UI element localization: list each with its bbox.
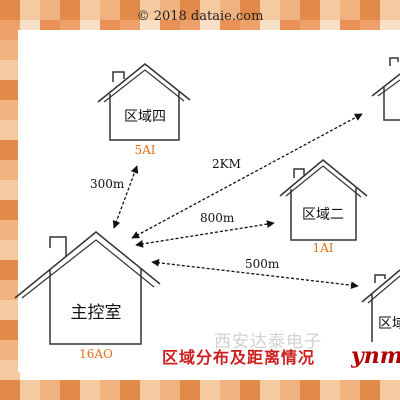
border-tile <box>120 380 140 400</box>
border-tile <box>0 320 20 340</box>
link-main-area4-distance: 300m <box>90 177 125 191</box>
main-control-io-count: 16AO <box>79 347 113 361</box>
border-tile <box>0 0 20 20</box>
border-tile <box>0 80 20 100</box>
border-tile <box>280 0 300 20</box>
border-tile <box>0 120 20 140</box>
border-tile <box>360 0 380 20</box>
border-tile <box>40 380 60 400</box>
border-tile <box>380 0 400 20</box>
faint-watermark-text: 西安达泰电子 <box>214 332 322 352</box>
house-main-control-icon <box>14 231 161 345</box>
house-area4-icon <box>97 63 191 141</box>
overlay-watermark-text: ynm <box>351 342 400 370</box>
border-tile <box>220 380 240 400</box>
border-tile <box>300 0 320 20</box>
border-tile <box>0 100 20 120</box>
border-tile <box>0 300 20 320</box>
border-tile <box>140 380 160 400</box>
border-tile <box>160 0 180 20</box>
border-tile <box>340 380 360 400</box>
border-tile <box>0 220 20 240</box>
border-tile <box>0 380 20 400</box>
border-tile <box>340 0 360 20</box>
border-tile <box>180 0 200 20</box>
house-top-right-partial-icon <box>371 57 400 121</box>
border-tile <box>300 380 320 400</box>
border-tile <box>0 60 20 80</box>
border-tile <box>0 240 20 260</box>
house-bottom-right-partial-icon <box>361 269 400 344</box>
border-tile <box>60 0 80 20</box>
border-tile <box>100 0 120 20</box>
border-tile <box>20 0 40 20</box>
border-tile <box>20 380 40 400</box>
caption-clip: 区域分布及距离情况 <box>162 338 348 368</box>
border-tile <box>240 380 260 400</box>
area2-io-count: 1AI <box>312 241 333 255</box>
link-main-area4 <box>112 165 139 229</box>
border-tile <box>80 380 100 400</box>
border-tile <box>0 40 20 60</box>
area4-label: 区域四 <box>124 109 166 125</box>
border-tile <box>360 380 380 400</box>
link-main-top-right-distance: 2KM <box>212 157 241 171</box>
border-tile <box>0 160 20 180</box>
border-tile <box>220 0 240 20</box>
border-tile <box>0 280 20 300</box>
border-tile <box>60 380 80 400</box>
copyright-text: © 2018 dataie.com <box>136 9 264 24</box>
link-main-area2 <box>135 220 275 248</box>
link-main-bottom-right <box>151 258 359 290</box>
link-main-top-right <box>131 113 363 239</box>
border-tile <box>320 0 340 20</box>
border-tile <box>240 0 260 20</box>
border-tile <box>200 0 220 20</box>
diagram-caption: 区域分布及距离情况 <box>162 348 316 367</box>
link-main-area2-distance: 800m <box>200 211 235 225</box>
area4-io-count: 5AI <box>134 143 155 157</box>
border-tile <box>40 0 60 20</box>
border-tile <box>0 200 20 220</box>
border-tile <box>140 0 160 20</box>
border-tile <box>280 380 300 400</box>
area-bottom-right-label: 区域 <box>378 316 400 332</box>
border-tile <box>260 0 280 20</box>
border-tile <box>0 260 20 280</box>
area2-label: 区域二 <box>302 207 344 223</box>
border-tile <box>260 380 280 400</box>
border-tile <box>160 380 180 400</box>
main-control-label: 主控室 <box>71 303 122 323</box>
border-tile <box>180 380 200 400</box>
border-tile <box>200 380 220 400</box>
border-tile <box>120 0 140 20</box>
border-tile <box>100 380 120 400</box>
link-main-bottom-right-distance: 500m <box>245 257 280 271</box>
house-area2-icon <box>279 159 368 241</box>
border-tile <box>0 180 20 200</box>
border-tile <box>0 360 20 380</box>
border-tile <box>320 380 340 400</box>
border-tile <box>0 340 20 360</box>
border-tile <box>0 140 20 160</box>
border-tile <box>0 20 20 40</box>
border-tile <box>80 0 100 20</box>
border-tile <box>380 380 400 400</box>
